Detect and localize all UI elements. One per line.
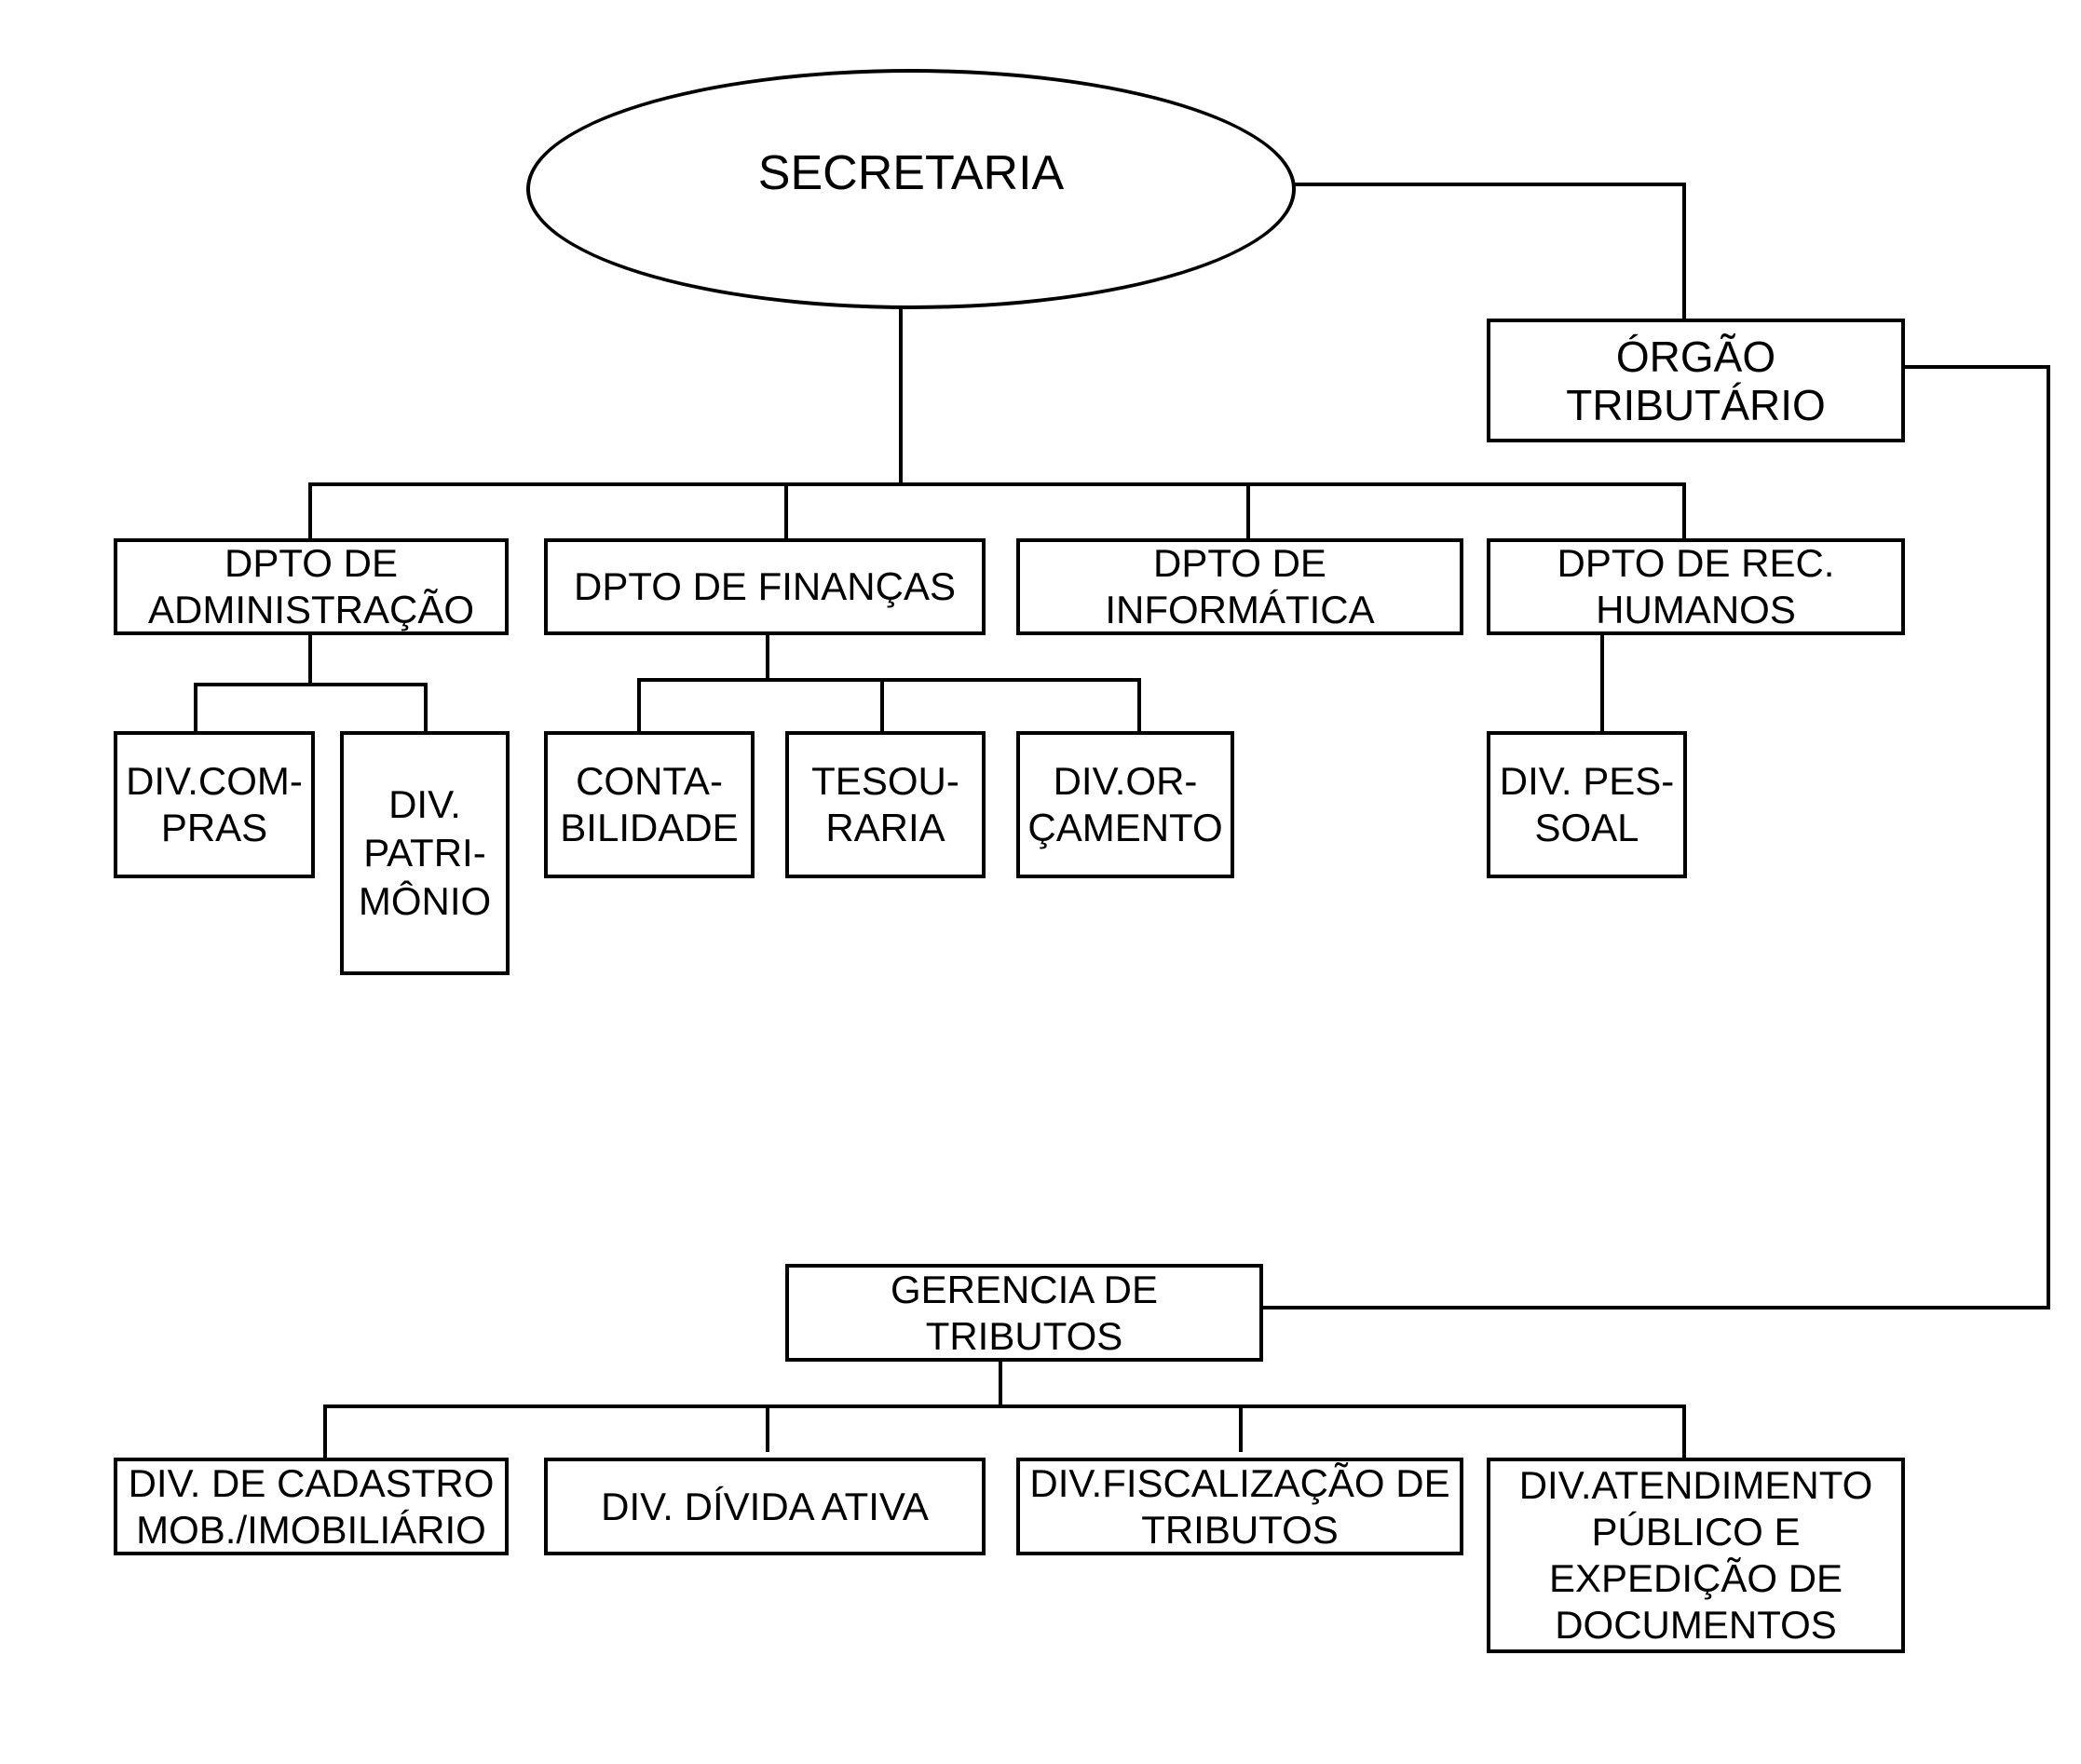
div-cadastro-node: DIV. DE CADASTRO MOB./IMOBILIÁRIO — [114, 1458, 509, 1555]
dpto-informatica-line-1: DPTO DE — [1153, 541, 1326, 585]
div-atendimento-node: DIV.ATENDIMENTO PÚBLICO E EXPEDIÇÃO DE D… — [1487, 1458, 1905, 1653]
orgao-tributario-line-1: ÓRGÃO — [1615, 332, 1776, 381]
div-contabilidade-node: CONTA- BILIDADE — [544, 731, 755, 878]
dpto-administracao-node: DPTO DE ADMINISTRAÇÃO — [114, 538, 509, 635]
div-compras-line-2: PRAS — [160, 806, 268, 849]
div-fiscalizacao-line-1: DIV.FISCALIZAÇÃO DE — [1029, 1460, 1450, 1505]
div-contabilidade-line-2: BILIDADE — [560, 806, 739, 849]
div-orcamento-node: DIV.OR- ÇAMENTO — [1016, 731, 1234, 878]
div-orcamento-line-1: DIV.OR- — [1053, 759, 1198, 803]
div-tesouraria-line-2: RARIA — [825, 806, 945, 849]
dpto-administracao-line-2: ADMINISTRAÇÃO — [147, 588, 475, 631]
div-compras-node: DIV.COM- PRAS — [114, 731, 315, 878]
div-fiscalizacao-line-2: TRIBUTOS — [1141, 1507, 1339, 1552]
div-cadastro-line-2: MOB./IMOBILIÁRIO — [136, 1507, 486, 1552]
div-divida-ativa-node: DIV. DÍVIDA ATIVA — [544, 1458, 986, 1555]
div-pessoal-node: DIV. PES- SOAL — [1487, 731, 1687, 878]
div-atendimento-line-1: DIV.ATENDIMENTO — [1518, 1463, 1873, 1507]
secretaria-label: SECRETARIA — [757, 146, 1065, 200]
dpto-rh-line-2: HUMANOS — [1596, 588, 1796, 631]
gerencia-tributos-line-2: TRIBUTOS — [925, 1313, 1123, 1358]
div-atendimento-line-2: PÚBLICO E — [1591, 1510, 1801, 1554]
div-fiscalizacao-node: DIV.FISCALIZAÇÃO DE TRIBUTOS — [1016, 1458, 1463, 1555]
div-cadastro-line-1: DIV. DE CADASTRO — [128, 1460, 495, 1505]
dpto-financas-node: DPTO DE FINANÇAS — [544, 538, 986, 635]
div-patrimonio-line-1: DIV. — [388, 782, 461, 826]
gerencia-tributos-node: GERENCIA DE TRIBUTOS — [785, 1264, 1263, 1362]
secretaria-node: SECRETARIA — [526, 69, 1296, 309]
div-orcamento-line-2: ÇAMENTO — [1027, 806, 1223, 849]
div-patrimonio-node: DIV. PATRI- MÔNIO — [340, 731, 510, 975]
orgao-tributario-line-2: TRIBUTÁRIO — [1566, 380, 1826, 429]
div-atendimento-line-3: EXPEDIÇÃO DE — [1548, 1556, 1843, 1600]
orgao-tributario-node: ÓRGÃO TRIBUTÁRIO — [1487, 319, 1905, 442]
div-patrimonio-line-3: MÔNIO — [358, 879, 492, 923]
div-pessoal-line-1: DIV. PES- — [1499, 759, 1675, 803]
div-compras-line-1: DIV.COM- — [126, 759, 303, 803]
dpto-financas-line-1: DPTO DE FINANÇAS — [574, 564, 956, 608]
div-tesouraria-node: TESOU- RARIA — [785, 731, 986, 878]
dpto-administracao-line-1: DPTO DE — [224, 541, 398, 585]
div-contabilidade-line-1: CONTA- — [576, 759, 723, 803]
dpto-rh-node: DPTO DE REC. HUMANOS — [1487, 538, 1905, 635]
div-divida-ativa-line-1: DIV. DÍVIDA ATIVA — [601, 1484, 929, 1528]
dpto-informatica-node: DPTO DE INFORMÁTICA — [1016, 538, 1463, 635]
div-patrimonio-line-2: PATRI- — [363, 831, 486, 875]
div-tesouraria-line-1: TESOU- — [811, 759, 959, 803]
dpto-informatica-line-2: INFORMÁTICA — [1105, 588, 1375, 631]
gerencia-tributos-line-1: GERENCIA DE — [890, 1267, 1159, 1311]
dpto-rh-line-1: DPTO DE REC. — [1557, 541, 1835, 585]
div-pessoal-line-2: SOAL — [1534, 806, 1639, 849]
div-atendimento-line-4: DOCUMENTOS — [1555, 1603, 1837, 1647]
